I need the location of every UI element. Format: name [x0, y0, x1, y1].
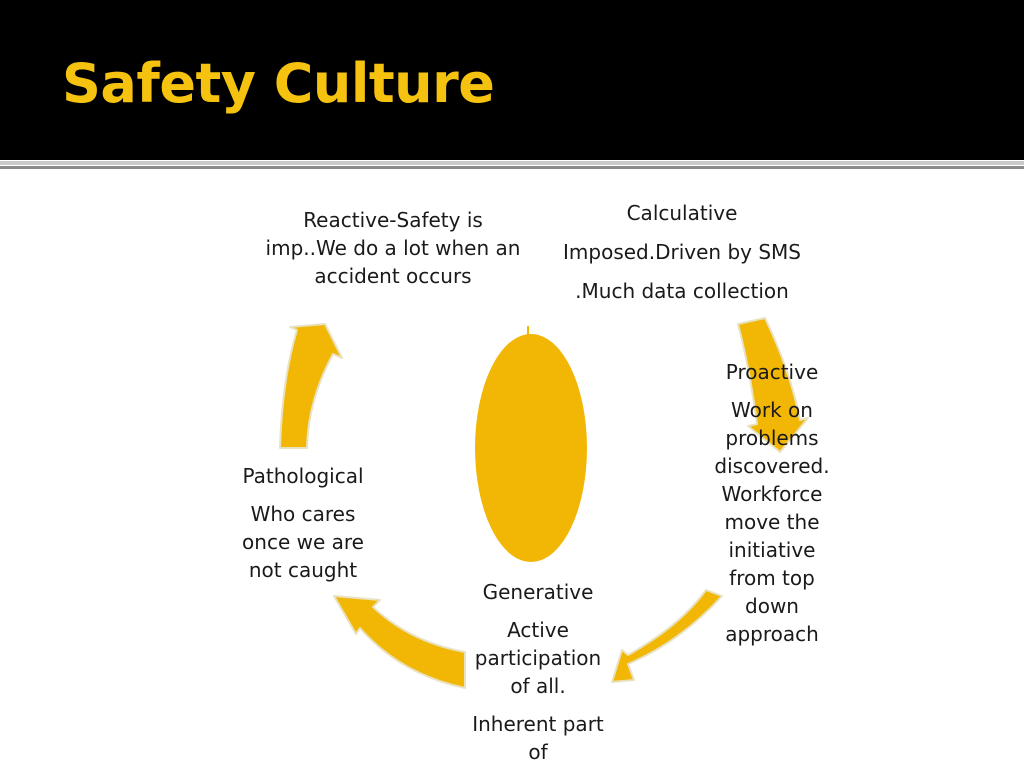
pathological-line: not caught — [248, 558, 358, 582]
pathological-line: once we are — [242, 530, 364, 554]
stage-proactive: Proactive Work on problems discovered. W… — [694, 358, 850, 648]
proactive-line: problems — [725, 426, 819, 450]
arrow-generative-to-pathological — [333, 595, 466, 689]
slide-header — [0, 0, 1024, 160]
header-rule-light — [0, 161, 1024, 165]
reactive-line: Reactive-Safety is — [303, 208, 483, 232]
reactive-line: imp..We do a lot when an — [265, 236, 521, 260]
proactive-line: Work on — [731, 398, 813, 422]
stage-reactive: Reactive-Safety is imp..We do a lot when… — [252, 206, 534, 290]
calculative-title: Calculative — [626, 201, 738, 225]
proactive-line: move the — [724, 510, 820, 534]
pathological-title: Pathological — [242, 464, 364, 488]
slide-title: Safety Culture — [62, 52, 495, 115]
generative-line: Active — [507, 618, 569, 642]
stage-calculative: Calculative Imposed.Driven by SMS .Much … — [540, 194, 824, 311]
arrow-proactive-to-generative — [611, 589, 723, 683]
generative-line: participation — [474, 646, 602, 670]
proactive-line: approach — [725, 622, 819, 646]
calculative-line: Imposed.Driven by SMS — [563, 240, 801, 264]
proactive-line: down — [745, 594, 799, 618]
generative-title: Generative — [482, 580, 594, 604]
generative-extra-line: of — [528, 740, 548, 764]
center-ellipse — [475, 334, 587, 562]
proactive-line: from top — [729, 566, 815, 590]
reactive-line: accident occurs — [314, 264, 472, 288]
stage-generative: Generative Active participation of all. … — [458, 578, 618, 766]
calculative-line: .Much data collection — [575, 279, 789, 303]
proactive-title: Proactive — [725, 360, 819, 384]
arrow-calculative-to-proactive — [737, 317, 809, 453]
arrow-pathological-to-reactive — [279, 323, 343, 449]
proactive-line: discovered. — [714, 454, 830, 478]
header-rule-dark — [0, 166, 1024, 169]
proactive-line: Workforce — [721, 482, 823, 506]
pathological-line: Who cares — [250, 502, 356, 526]
stage-pathological: Pathological Who cares once we are not c… — [223, 462, 383, 584]
proactive-line: initiative — [728, 538, 816, 562]
generative-line: of all. — [510, 674, 566, 698]
generative-extra-line: Inherent part — [472, 712, 604, 736]
